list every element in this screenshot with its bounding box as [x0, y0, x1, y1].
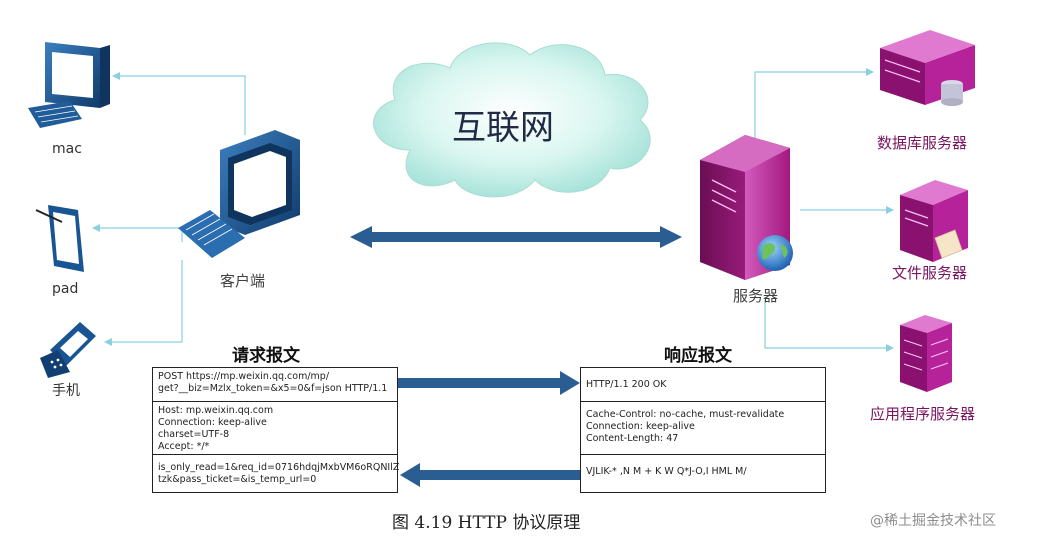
client-connector-arrowheads	[92, 72, 120, 346]
request-line: POST https://mp.weixin.qq.com/mp/ get?__…	[153, 368, 397, 402]
server-connectors	[754, 71, 888, 349]
app-server-label: 应用程序服务器	[870, 405, 976, 423]
database-server-icon	[880, 30, 975, 106]
response-header-line: Cache-Control: no-cache, must-revalidate	[586, 409, 785, 420]
main-server-icon	[700, 135, 793, 280]
request-message-box: POST https://mp.weixin.qq.com/mp/ get?__…	[152, 367, 400, 493]
internet-cloud	[373, 42, 651, 198]
app-server-icon	[900, 315, 952, 392]
request-header-line: charset=UTF-8	[158, 429, 230, 440]
request-body: is_only_read=1&req_id=0716hdqjMxbVM6oRQN…	[153, 455, 400, 491]
pad-label: pad	[52, 281, 79, 297]
database-server-label: 数据库服务器	[877, 134, 968, 152]
figure-caption: 图 4.19 HTTP 协议原理	[392, 513, 581, 533]
response-arrow	[400, 463, 580, 487]
response-header-line: Content-Length: 47	[586, 433, 679, 444]
request-arrow	[398, 371, 580, 395]
mac-label: mac	[52, 141, 82, 157]
server-connector-arrowheads	[866, 68, 894, 352]
desktop-computer-icon	[28, 42, 110, 128]
response-body-line: VJLIK-* ,N M + K W Q*J-O,I HML M/	[586, 466, 747, 477]
request-body-line: tzk&pass_ticket=&is_temp_url=0	[158, 474, 317, 485]
server-label: 服务器	[733, 287, 779, 305]
file-server-icon	[900, 180, 968, 262]
request-header-line: Host: mp.weixin.qq.com	[158, 405, 274, 416]
response-headers: Cache-Control: no-cache, must-revalidate…	[581, 402, 825, 455]
request-body-line: is_only_read=1&req_id=0716hdqjMxbVM6oRQN…	[158, 462, 400, 473]
client-computer-icon	[178, 130, 300, 258]
request-headers: Host: mp.weixin.qq.com Connection: keep-…	[153, 402, 397, 455]
request-line-text-2: get?__biz=Mzlx_token=&x5=0&f=json HTTP/1…	[158, 383, 388, 394]
response-body: VJLIK-* ,N M + K W Q*J-O,I HML M/	[581, 455, 825, 491]
client-label: 客户端	[220, 272, 266, 290]
tablet-icon	[35, 205, 84, 272]
request-line-text-1: POST https://mp.weixin.qq.com/mp/	[158, 371, 330, 382]
request-header-line: Accept: */*	[158, 441, 210, 452]
response-title: 响应报文	[664, 346, 732, 366]
internet-double-arrow	[350, 226, 682, 248]
response-status-line: HTTP/1.1 200 OK	[581, 368, 825, 402]
request-title: 请求报文	[232, 346, 300, 366]
request-header-line: Connection: keep-alive	[158, 417, 267, 428]
watermark: @稀土掘金技术社区	[870, 513, 996, 529]
phone-label: 手机	[52, 383, 80, 399]
response-message-box: HTTP/1.1 200 OK Cache-Control: no-cache,…	[580, 367, 826, 493]
mobile-phone-icon	[40, 322, 96, 378]
response-header-line: Connection: keep-alive	[586, 421, 695, 432]
response-status-text: HTTP/1.1 200 OK	[586, 379, 667, 390]
file-server-label: 文件服务器	[892, 264, 968, 282]
internet-label: 互联网	[452, 108, 554, 148]
